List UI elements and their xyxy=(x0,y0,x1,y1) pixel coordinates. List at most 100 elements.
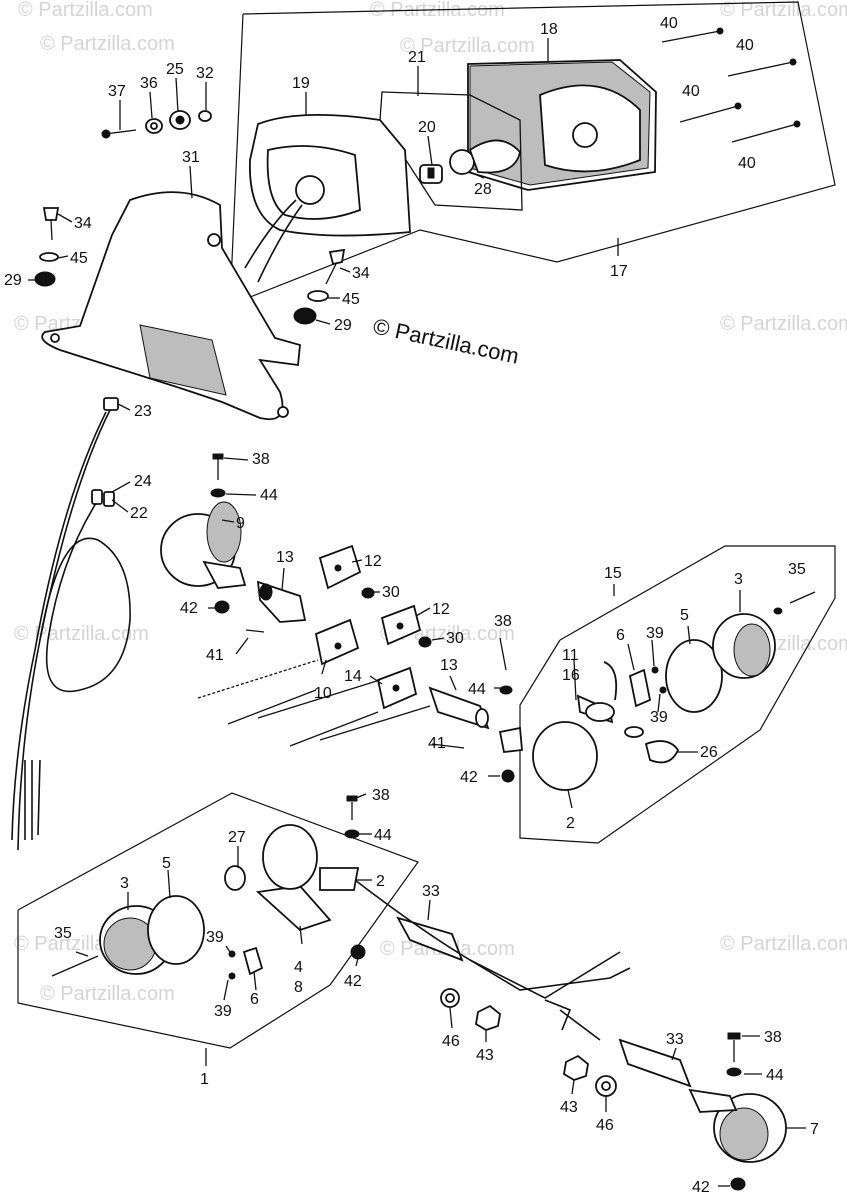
callout: 39 xyxy=(646,625,664,642)
callout: 25 xyxy=(166,61,184,78)
winker-1 xyxy=(51,795,366,980)
callout: 20 xyxy=(418,119,436,136)
callout: 41 xyxy=(428,735,446,752)
callout: 32 xyxy=(196,65,214,82)
stay-13 xyxy=(256,580,307,623)
callout: 42 xyxy=(344,973,362,990)
callout: 24 xyxy=(134,473,152,490)
winker-7 xyxy=(688,1032,787,1191)
callout: 45 xyxy=(70,250,88,267)
winker-9 xyxy=(160,501,247,589)
callout: 17 xyxy=(610,263,628,280)
group-outline-1 xyxy=(17,792,419,1049)
callout: 28 xyxy=(474,181,492,198)
callout: 12 xyxy=(364,553,382,570)
stay-33 xyxy=(354,879,692,1088)
callout: 36 xyxy=(140,75,158,92)
callout: 31 xyxy=(182,149,200,166)
watermark: © Partzilla.com xyxy=(720,933,847,955)
callout: 3 xyxy=(120,875,129,892)
callout: 40 xyxy=(736,37,754,54)
tail-bulb xyxy=(419,139,521,184)
callout: 43 xyxy=(476,1047,494,1064)
callout: 6 xyxy=(616,627,625,644)
callout: 44 xyxy=(468,681,486,698)
callout: 42 xyxy=(692,1179,710,1196)
watermark: © Partzilla.com xyxy=(720,313,847,335)
callout: 41 xyxy=(206,647,224,664)
hardware-mid xyxy=(210,453,265,633)
callout: 44 xyxy=(374,827,392,844)
callout: 13 xyxy=(440,657,458,674)
callout: 18 xyxy=(540,21,558,38)
screw-40 xyxy=(661,27,801,143)
callout: 5 xyxy=(162,855,171,872)
hardware-top xyxy=(101,110,212,139)
callout: 12 xyxy=(432,601,450,618)
callout: 2 xyxy=(566,815,575,832)
callout: 6 xyxy=(250,991,259,1008)
callout: 19 xyxy=(292,75,310,92)
callout: 30 xyxy=(446,630,464,647)
callout: 44 xyxy=(260,487,278,504)
watermark: © Partzilla.com xyxy=(40,983,175,1005)
watermark: © Partzilla.com xyxy=(18,0,153,21)
callout: 23 xyxy=(134,403,152,420)
callout-labels: 18 40 40 40 40 21 19 20 28 17 37 36 25 3… xyxy=(4,15,819,1196)
callout: 42 xyxy=(180,600,198,617)
callout: 10 xyxy=(314,685,332,702)
spacers-12-10-14 xyxy=(314,544,432,710)
credit-text: © Partzilla.com xyxy=(371,313,521,368)
callout: 38 xyxy=(252,451,270,468)
callout: 33 xyxy=(666,1031,684,1048)
callout: 42 xyxy=(460,769,478,786)
callout: 26 xyxy=(700,744,718,761)
callout: 46 xyxy=(442,1033,460,1050)
wire-harness xyxy=(11,397,131,851)
callout: 43 xyxy=(560,1099,578,1116)
callout: 40 xyxy=(738,155,756,172)
callout: 13 xyxy=(276,549,294,566)
callout: 2 xyxy=(376,873,385,890)
callout: 35 xyxy=(54,925,72,942)
callout: 5 xyxy=(680,607,689,624)
callout: 30 xyxy=(382,584,400,601)
watermark: © Partzilla.com xyxy=(370,0,505,21)
callout: 40 xyxy=(660,15,678,32)
callout: 38 xyxy=(764,1029,782,1046)
callout: 29 xyxy=(4,272,22,289)
callout: 9 xyxy=(236,515,245,532)
callout: 39 xyxy=(650,709,668,726)
callout: 46 xyxy=(596,1117,614,1134)
callout: 40 xyxy=(682,83,700,100)
callout: 27 xyxy=(228,829,246,846)
callout: 33 xyxy=(422,883,440,900)
callout: 21 xyxy=(408,49,426,66)
stay-wires xyxy=(197,659,431,747)
callout: 4 xyxy=(294,959,303,976)
callout: 35 xyxy=(788,561,806,578)
callout: 3 xyxy=(734,571,743,588)
callout: 16 xyxy=(562,667,580,684)
winker-15 xyxy=(428,591,816,791)
callout: 44 xyxy=(766,1067,784,1084)
callout: 22 xyxy=(130,505,148,522)
nuts-43-46 xyxy=(440,988,617,1097)
callout: 37 xyxy=(108,83,126,100)
callout: 1 xyxy=(200,1071,209,1088)
callout: 7 xyxy=(810,1121,819,1138)
callout: 8 xyxy=(294,979,303,996)
hardware-left xyxy=(34,207,60,287)
watermark: © Partzilla.com xyxy=(720,0,847,21)
tail-bracket xyxy=(41,191,301,421)
callout: 14 xyxy=(344,668,362,685)
callout: 11 xyxy=(562,647,579,664)
callout: 39 xyxy=(214,1003,232,1020)
leader-lines xyxy=(28,38,806,1187)
callout: 45 xyxy=(342,291,360,308)
callout: 34 xyxy=(352,265,370,282)
watermark: © Partzilla.com xyxy=(40,33,175,55)
callout: 39 xyxy=(206,929,224,946)
callout: 38 xyxy=(372,787,390,804)
